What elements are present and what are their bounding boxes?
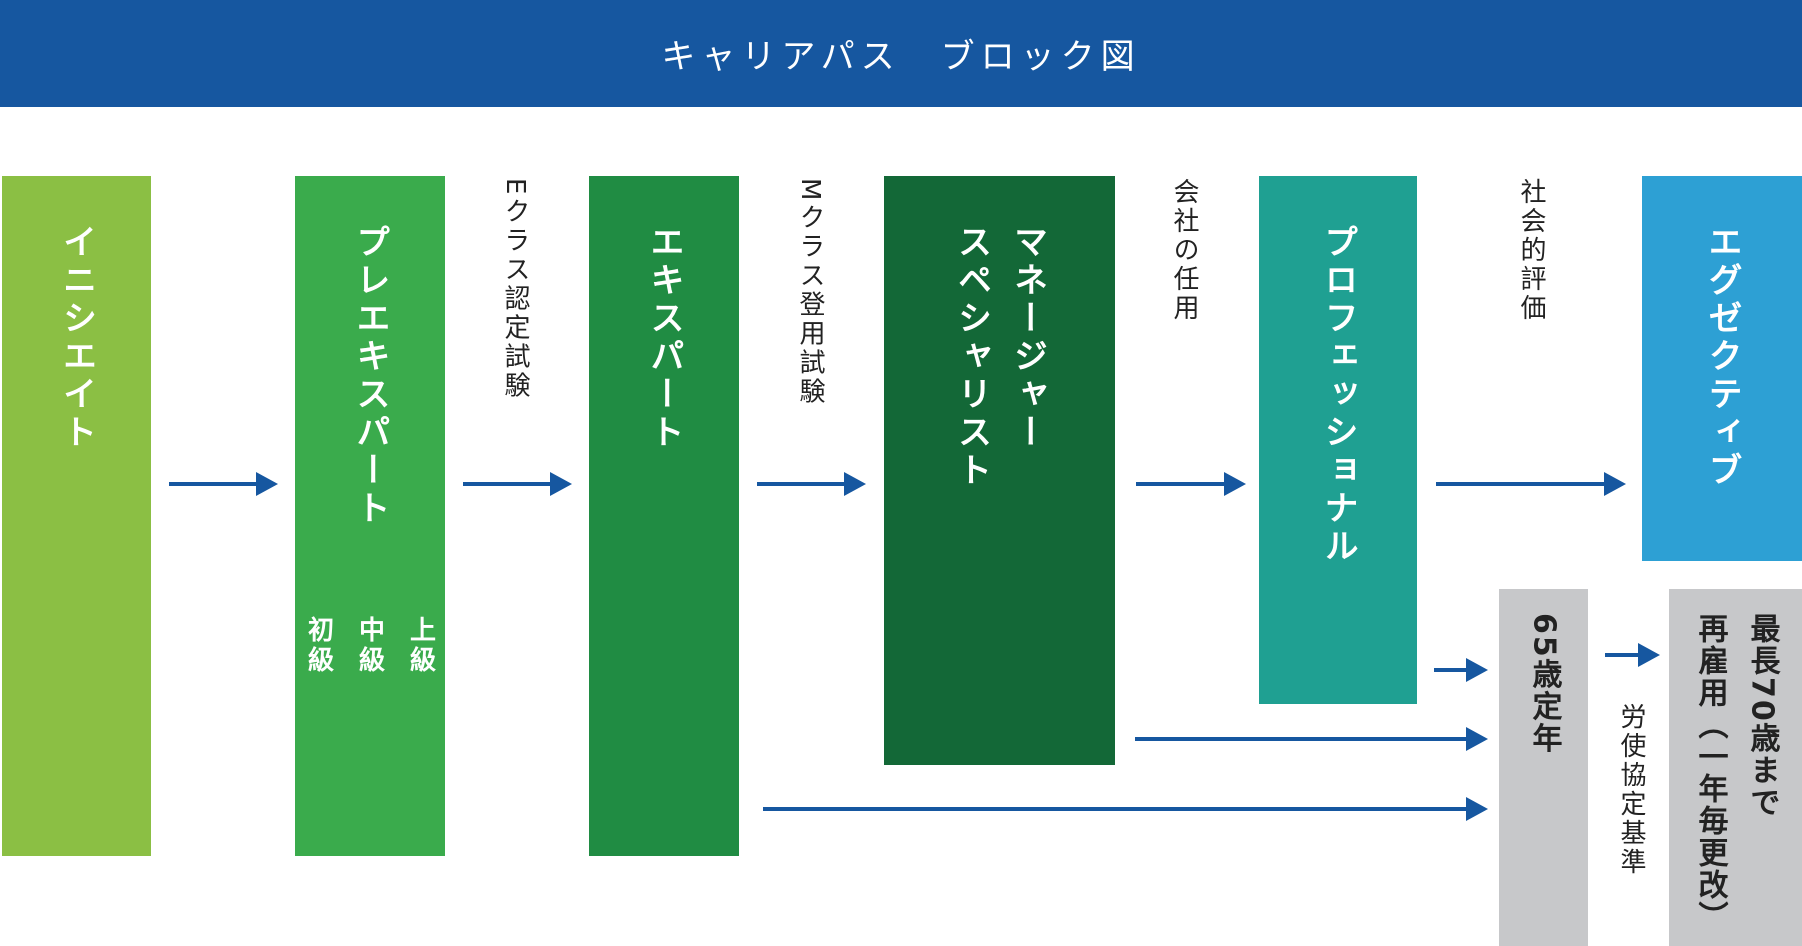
company-appointment-label: 会社の任用 (1169, 178, 1199, 323)
arrow-manager-to-professional (1136, 472, 1246, 496)
box-expert: エキスパート (589, 176, 739, 856)
manager-specialist-label: マネージャースペシャリスト (944, 224, 1056, 765)
pre-expert-label: プレエキスパート (350, 224, 390, 528)
retirement-label: 65歳定年 (1526, 613, 1562, 755)
initiate-label: イニシエイト (56, 224, 97, 452)
box-reemployment: 最長70歳まで再雇用（一年毎更改） (1669, 589, 1802, 946)
level-labels: 上級 中級 初級 (295, 616, 445, 676)
manager-label: マネージャー (1007, 224, 1048, 452)
arrow-professional-to-retirement (1434, 658, 1488, 682)
labor-agreement-label: 労使協定基準 (1616, 703, 1646, 877)
diagram-title: キャリアパス ブロック図 (661, 37, 1141, 77)
arrow-manager-to-retirement (1135, 727, 1488, 751)
title-bar: キャリアパス ブロック図 (0, 0, 1802, 107)
m-class-exam-label: Mクラス登用試験 (795, 178, 825, 407)
arrow-retirement-to-reemployment (1605, 643, 1660, 667)
arrow-professional-to-executive (1436, 472, 1626, 496)
level-upper: 上級 (405, 616, 436, 676)
arrow-expert-to-retirement (763, 797, 1488, 821)
professional-label: プロフェッショナル (1318, 224, 1358, 566)
box-pre-expert: プレエキスパート 上級 中級 初級 (295, 176, 445, 856)
expert-label: エキスパート (644, 224, 684, 452)
reemployment-label: 最長70歳まで再雇用（一年毎更改） (1684, 613, 1788, 946)
reemploy-line2: 再雇用（一年毎更改） (1692, 613, 1728, 933)
box-manager-specialist: マネージャースペシャリスト (884, 176, 1115, 765)
box-initiate: イニシエイト (2, 176, 151, 856)
social-evaluation-label: 社会的評価 (1516, 178, 1546, 323)
box-professional: プロフェッショナル (1259, 176, 1417, 704)
arrow-pre-expert-to-expert (463, 472, 572, 496)
level-middle: 中級 (354, 616, 385, 676)
e-class-exam-label: Eクラス認定試験 (500, 178, 530, 401)
level-beginner: 初級 (303, 616, 334, 676)
reemploy-line1: 最長70歳まで (1744, 613, 1780, 819)
arrow-initiate-to-pre-expert (169, 472, 278, 496)
box-retirement: 65歳定年 (1499, 589, 1588, 946)
specialist-label: スペシャリスト (951, 224, 992, 490)
arrow-expert-to-manager (757, 472, 866, 496)
executive-label: エグゼクティブ (1702, 224, 1742, 490)
box-executive: エグゼクティブ (1642, 176, 1802, 561)
